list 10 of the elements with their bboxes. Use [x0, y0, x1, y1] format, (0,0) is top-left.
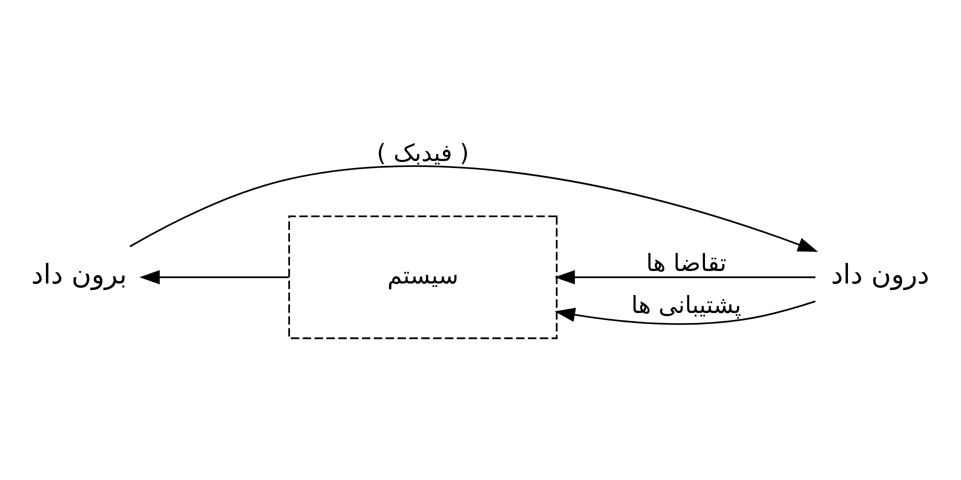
arrow [130, 165, 818, 252]
edge-label: ( فیدبک ) [376, 138, 470, 167]
node-box: سیستم [288, 215, 558, 340]
arrow [554, 300, 816, 325]
edge-label: پشتیبانی ها [631, 291, 742, 320]
arrow [554, 270, 816, 284]
node-text: درون داد [831, 260, 930, 291]
arrow [139, 270, 289, 284]
edge-label: تقاضا ها [646, 248, 726, 277]
node-text: برون داد [31, 260, 127, 291]
